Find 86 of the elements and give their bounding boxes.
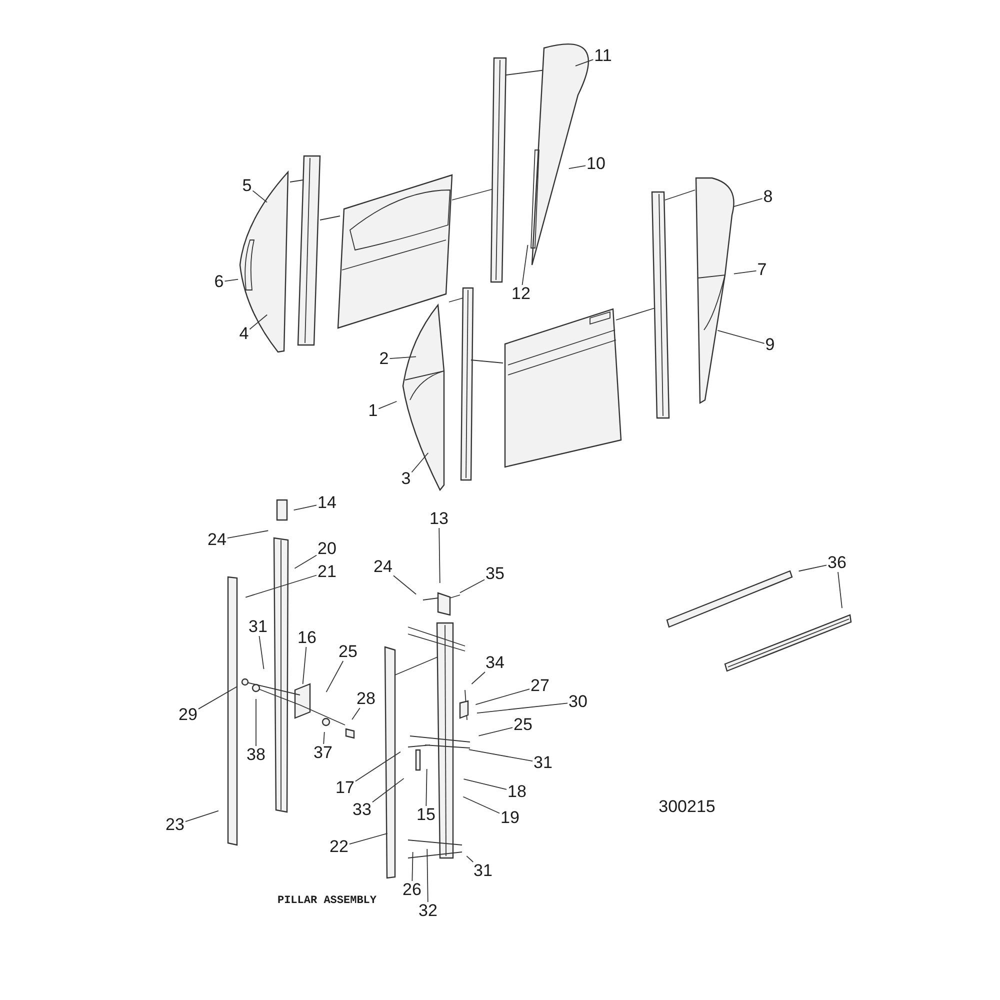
leader-line bbox=[463, 778, 507, 790]
leader-line bbox=[372, 778, 404, 803]
leader-line bbox=[475, 688, 530, 705]
callout-number: 31 bbox=[248, 618, 268, 636]
leader-line bbox=[185, 810, 219, 822]
leader-line bbox=[478, 727, 513, 736]
leader-line bbox=[522, 244, 528, 286]
callout-number: 35 bbox=[484, 565, 506, 583]
leader-line bbox=[302, 646, 307, 684]
leader-line bbox=[468, 749, 533, 762]
leader-line bbox=[733, 270, 757, 274]
assembly-title: PILLAR ASSEMBLY bbox=[277, 895, 377, 907]
callout-number: 30 bbox=[568, 693, 588, 711]
callout-number: 22 bbox=[328, 838, 350, 856]
callout-number: 16 bbox=[296, 629, 318, 647]
callout-number: 34 bbox=[484, 654, 506, 672]
callout-number: 14 bbox=[316, 494, 338, 512]
callout-number: 1 bbox=[367, 402, 379, 420]
leader-line bbox=[412, 852, 414, 882]
callout-number: 38 bbox=[246, 746, 266, 764]
callout-number: 20 bbox=[316, 540, 338, 558]
drawing-number: 300215 bbox=[658, 797, 716, 817]
callout-number: 21 bbox=[316, 563, 338, 581]
callout-number: 25 bbox=[512, 716, 534, 734]
callout-number: 24 bbox=[206, 531, 228, 549]
callout-number: 19 bbox=[500, 809, 520, 827]
leader-line bbox=[249, 314, 268, 330]
leader-line bbox=[733, 198, 763, 208]
leader-line bbox=[459, 579, 485, 594]
callout-number: 8 bbox=[762, 188, 774, 206]
leader-line bbox=[294, 554, 317, 569]
leader-line bbox=[798, 564, 827, 572]
leader-line bbox=[323, 732, 325, 744]
callout-number: 17 bbox=[334, 779, 356, 797]
leader-line bbox=[466, 856, 474, 862]
callout-number: 27 bbox=[530, 677, 550, 695]
callout-number: 6 bbox=[213, 273, 225, 291]
callout-number: 36 bbox=[826, 554, 848, 572]
leader-line bbox=[355, 751, 401, 782]
leader-line bbox=[438, 528, 440, 584]
leader-line bbox=[349, 832, 388, 845]
callout-number: 2 bbox=[378, 350, 390, 368]
leader-line bbox=[389, 356, 416, 360]
callout-number: 37 bbox=[312, 744, 334, 762]
callout-number: 10 bbox=[586, 155, 606, 173]
callout-number: 25 bbox=[338, 643, 358, 661]
callout-number: 32 bbox=[418, 902, 438, 920]
leader-line bbox=[462, 796, 500, 814]
leader-line bbox=[378, 400, 398, 410]
leader-line bbox=[352, 708, 360, 720]
callout-number: 4 bbox=[238, 325, 250, 343]
callout-number: 31 bbox=[472, 862, 494, 880]
leader-line bbox=[227, 530, 269, 539]
leader-line bbox=[568, 165, 586, 169]
callout-number: 7 bbox=[756, 261, 768, 279]
callout-number: 26 bbox=[402, 881, 422, 899]
leader-line bbox=[198, 686, 238, 710]
callout-number: 18 bbox=[506, 783, 528, 801]
leader-line bbox=[575, 59, 594, 66]
callout-number: 28 bbox=[356, 690, 376, 708]
callout-number: 12 bbox=[510, 285, 532, 303]
leader-line bbox=[426, 848, 428, 902]
leader-line bbox=[245, 574, 317, 598]
callout-number: 24 bbox=[372, 558, 394, 576]
callout-number: 13 bbox=[428, 510, 450, 528]
leader-line bbox=[393, 575, 416, 595]
leader-line bbox=[326, 660, 344, 693]
callout-number: 33 bbox=[352, 801, 372, 819]
callout-number: 29 bbox=[178, 706, 198, 724]
leader-line bbox=[717, 330, 765, 344]
leader-line bbox=[411, 452, 429, 473]
leader-line bbox=[476, 702, 568, 714]
leader-line bbox=[293, 504, 317, 511]
leader-line bbox=[471, 672, 486, 684]
callout-number: 3 bbox=[400, 470, 412, 488]
callout-number: 11 bbox=[593, 47, 613, 65]
leader-line bbox=[258, 636, 264, 670]
leader-line bbox=[426, 768, 428, 806]
callout-number: 9 bbox=[764, 336, 776, 354]
callout-number: 5 bbox=[241, 177, 253, 195]
callout-number: 23 bbox=[164, 816, 186, 834]
leader-line bbox=[224, 278, 239, 282]
leader-line bbox=[252, 190, 268, 203]
callout-number: 15 bbox=[416, 806, 436, 824]
callout-number: 31 bbox=[532, 754, 554, 772]
leader-line bbox=[838, 572, 842, 608]
